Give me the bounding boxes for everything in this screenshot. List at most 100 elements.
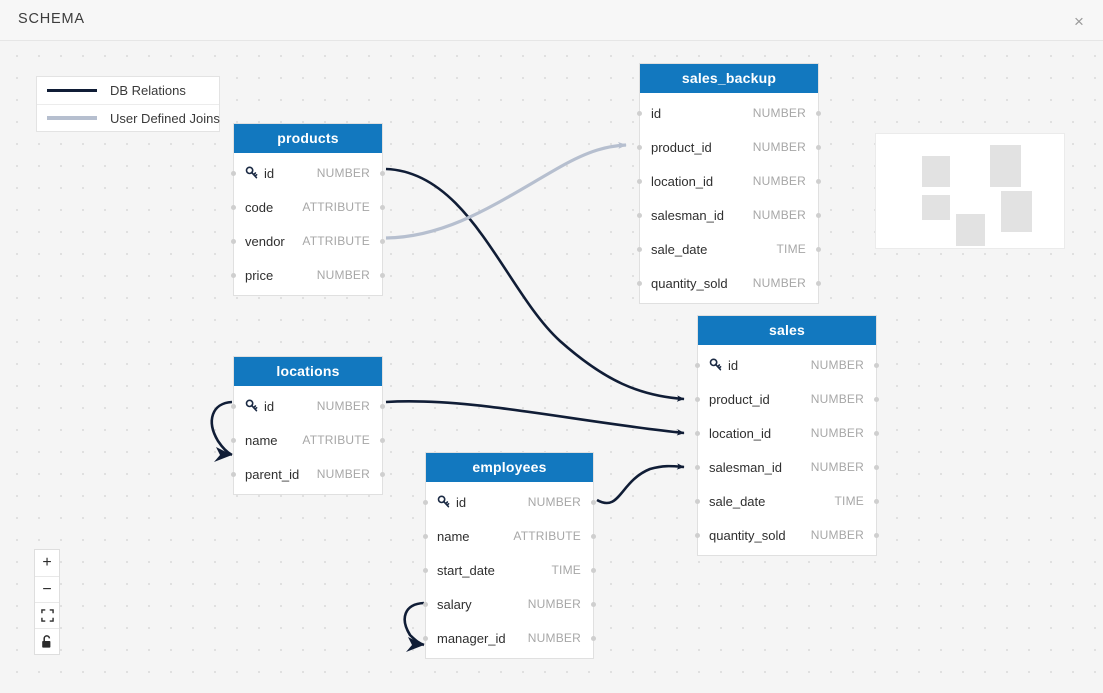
column-type: NUMBER: [752, 276, 806, 290]
window-header: SCHEMA ×: [0, 0, 1103, 41]
connector-dot-left[interactable]: [423, 567, 428, 573]
column-name: name: [245, 432, 278, 448]
connector-dot-left[interactable]: [423, 533, 428, 539]
connector-dot-left[interactable]: [231, 272, 236, 278]
connector-dot-left[interactable]: [231, 204, 236, 210]
minimap-box: [922, 156, 950, 187]
connector-dot-left[interactable]: [695, 532, 700, 538]
connector-dot-left[interactable]: [637, 212, 642, 218]
connector-dot-left[interactable]: [695, 362, 700, 368]
legend-item-user-defined-joins: User Defined Joins: [37, 104, 220, 131]
connector-dot-right[interactable]: [874, 464, 879, 470]
connector-dot-right[interactable]: [380, 238, 385, 244]
connector-dot-left[interactable]: [637, 246, 642, 252]
unlocked-padlock-icon: [42, 634, 51, 648]
column-name-group: location_id: [651, 174, 713, 189]
connector-dot-right[interactable]: [380, 437, 385, 443]
connector-dot-left[interactable]: [231, 471, 236, 477]
column-name-group: name: [245, 433, 278, 448]
connector-dot-right[interactable]: [816, 110, 821, 116]
connector-dot-left[interactable]: [231, 238, 236, 244]
connector-dot-right[interactable]: [591, 635, 596, 641]
connector-dot-left[interactable]: [637, 178, 642, 184]
table-header-sales_backup[interactable]: sales_backup: [640, 64, 818, 93]
connector-dot-right[interactable]: [816, 144, 821, 150]
connector-dot-left[interactable]: [423, 601, 428, 607]
connector-dot-right[interactable]: [591, 533, 596, 539]
connector-dot-left[interactable]: [231, 170, 236, 176]
column-name: quantity_sold: [709, 527, 786, 543]
connector-dot-right[interactable]: [874, 396, 879, 402]
connector-dot-right[interactable]: [591, 567, 596, 573]
connector-dot-right[interactable]: [816, 212, 821, 218]
connector-dot-left[interactable]: [423, 635, 428, 641]
table-header-employees[interactable]: employees: [426, 453, 593, 482]
schema-canvas[interactable]: DB Relations User Defined Joins + −: [0, 41, 1103, 693]
connector-dot-right[interactable]: [816, 280, 821, 286]
zoom-in-button[interactable]: +: [35, 550, 59, 576]
connector-dot-right[interactable]: [591, 601, 596, 607]
connector-dot-right[interactable]: [380, 471, 385, 477]
close-icon[interactable]: ×: [1065, 7, 1093, 35]
table-header-products[interactable]: products: [234, 124, 382, 153]
connector-dot-right[interactable]: [816, 246, 821, 252]
connector-dot-left[interactable]: [695, 396, 700, 402]
table-header-sales[interactable]: sales: [698, 316, 876, 345]
connector-dot-right[interactable]: [380, 403, 385, 409]
fit-to-screen-button[interactable]: [35, 602, 59, 628]
connector-dot-left[interactable]: [231, 403, 236, 409]
minimap[interactable]: [875, 133, 1065, 249]
connector-dot-right[interactable]: [874, 498, 879, 504]
zoom-out-button[interactable]: −: [35, 576, 59, 602]
connector-dot-right[interactable]: [874, 430, 879, 436]
column-name: start_date: [437, 562, 495, 578]
connector-dot-right[interactable]: [816, 178, 821, 184]
connector-dot-right[interactable]: [380, 272, 385, 278]
connector-dot-left[interactable]: [637, 144, 642, 150]
connector-dot-right[interactable]: [380, 204, 385, 210]
connector-dot-right[interactable]: [874, 532, 879, 538]
lock-button[interactable]: [35, 628, 59, 654]
connector-dot-right[interactable]: [591, 499, 596, 505]
connector-dot-right[interactable]: [874, 362, 879, 368]
connector-dot-left[interactable]: [695, 464, 700, 470]
connector-dot-left[interactable]: [423, 499, 428, 505]
connector-dot-left[interactable]: [637, 110, 642, 116]
connector-dot-left[interactable]: [695, 498, 700, 504]
connector-dot-left[interactable]: [695, 430, 700, 436]
connector-dot-right[interactable]: [380, 170, 385, 176]
table-header-locations[interactable]: locations: [234, 357, 382, 386]
connector-dot-left[interactable]: [637, 280, 642, 286]
connector-dot-left[interactable]: [231, 437, 236, 443]
